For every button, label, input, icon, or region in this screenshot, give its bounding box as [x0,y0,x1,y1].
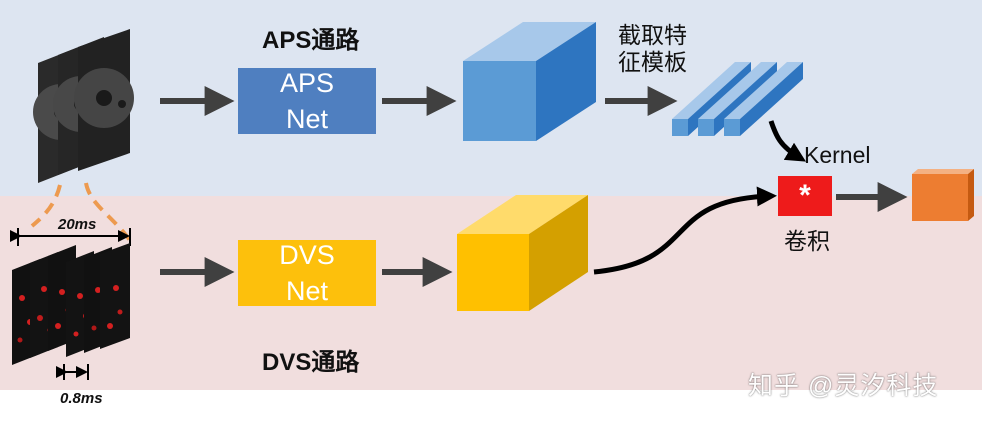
aps-net-label-line1: APS [279,68,335,98]
output-response-cube [912,169,974,221]
dvs-frame-stack [12,243,130,365]
aps-frame-stack [33,29,134,183]
convolution-operator: * [778,176,832,216]
convolution-label: 卷积 [784,228,830,254]
dvs-net-block: DVS Net [238,240,376,306]
dvs-feature-cube [457,195,588,311]
template-slice [724,62,803,136]
interval-20ms-label: 20ms [58,216,97,233]
search-feature-arrow [593,186,777,275]
dvs-frame [100,243,130,349]
watermark: 知乎 @灵汐科技 [748,372,939,400]
bottom-margin [0,390,982,421]
zoom-line-left [30,184,62,228]
dvs-net-label-line2: Net [285,276,329,306]
interval-0.8ms-label: 0.8ms [60,390,103,407]
aps-frame [74,29,134,171]
feature-template-slices [672,62,803,136]
template-label: 截取特 征模板 [618,22,687,76]
aps-net-label-line2: Net [285,104,329,134]
template-label-line1: 截取特 [618,22,687,48]
dvs-path-title: DVS通路 [262,349,360,376]
aps-net-block: APS Net [238,68,376,134]
aps-feature-cube [463,22,596,141]
aps-path-title: APS通路 [262,27,360,54]
zoom-line-right [84,182,134,245]
dvs-net-label-line1: DVS [279,240,335,270]
template-label-line2: 征模板 [618,49,687,75]
kernel-arrow [768,120,807,162]
kernel-label: Kernel [804,142,871,168]
